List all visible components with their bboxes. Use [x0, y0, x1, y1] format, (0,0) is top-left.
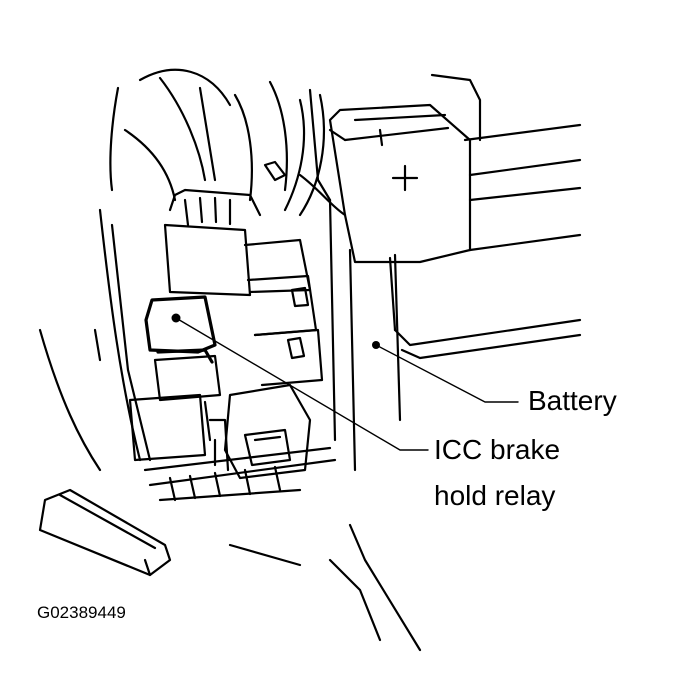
bay-structure	[38, 68, 422, 652]
relay-anchor-dot	[171, 313, 181, 323]
lower-bracket	[38, 488, 172, 577]
battery-label: Battery	[528, 385, 617, 416]
hose	[263, 93, 326, 217]
battery	[328, 73, 582, 472]
figure-id: G02389449	[37, 603, 126, 622]
relay-label-line1: ICC brake	[434, 434, 561, 465]
plus-terminal-icon	[391, 164, 419, 192]
icc-brake-hold-relay	[144, 295, 217, 364]
relay-leader-line	[175, 317, 429, 451]
relay-label-line2: hold relay	[434, 480, 556, 511]
leader-lines	[175, 317, 519, 451]
battery-leader-line	[375, 344, 519, 403]
battery-anchor-dot	[372, 341, 380, 349]
relay-block	[128, 188, 337, 502]
